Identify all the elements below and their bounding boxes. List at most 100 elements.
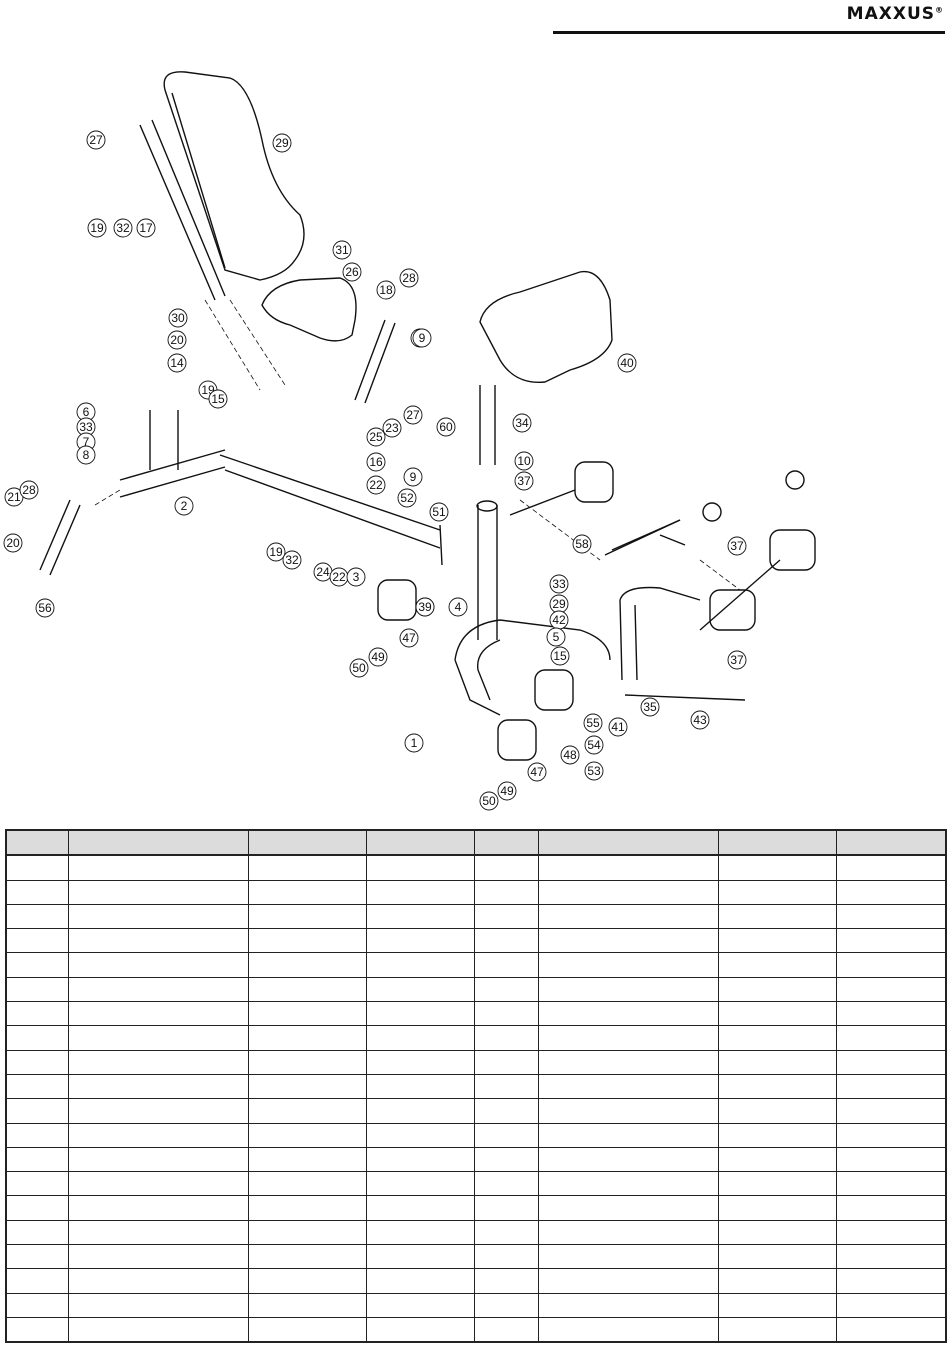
- callout-bubble: [448, 597, 468, 617]
- callout-number: 2: [181, 499, 188, 513]
- callout-bubble: [376, 280, 396, 300]
- table-cell: [5, 1195, 69, 1221]
- table-cell: [365, 1098, 475, 1124]
- callout-bubble: [167, 353, 187, 373]
- seat-pad: [261, 277, 357, 342]
- table-cell: [5, 903, 69, 930]
- table-cell: [835, 1171, 947, 1197]
- table-row: [5, 1098, 947, 1124]
- callout-number: 14: [170, 356, 184, 370]
- table-cell: [537, 903, 719, 930]
- table-row: [5, 879, 947, 905]
- table-cell: [5, 1098, 69, 1124]
- roller-pad: [534, 669, 574, 711]
- table-row: [5, 903, 947, 930]
- table-cell: [835, 976, 947, 1003]
- table-cell: [473, 1268, 539, 1294]
- table-cell: [5, 1268, 69, 1294]
- callout-bubble: [87, 218, 107, 238]
- table-cell: [835, 952, 947, 978]
- table-cell: [717, 1049, 837, 1075]
- table-cell: [247, 1122, 367, 1148]
- table-cell: [537, 928, 719, 954]
- callout-number: 47: [530, 765, 544, 779]
- callout-bubble: [560, 745, 580, 765]
- callout-bubble: [479, 791, 499, 811]
- table-cell: [717, 1025, 837, 1051]
- parts-list-table: [5, 829, 947, 1344]
- header-rule: [553, 31, 945, 34]
- table-cell: [67, 1025, 249, 1051]
- table-cell: [247, 1244, 367, 1270]
- table-cell: [67, 1244, 249, 1270]
- assembly-lines: [94, 299, 741, 591]
- table-row: [5, 1171, 947, 1197]
- callout-number: 33: [79, 420, 93, 434]
- front-upright: [149, 410, 179, 470]
- callout-bubble: [86, 130, 106, 150]
- table-cell: [473, 1049, 539, 1075]
- table-cell: [5, 928, 69, 954]
- table-cell: [365, 1001, 475, 1027]
- callout-bubble: [584, 761, 604, 781]
- post-cap: [476, 500, 498, 512]
- table-cell: [537, 1292, 719, 1318]
- table-cell: [67, 1195, 249, 1221]
- callout-number: 56: [38, 601, 52, 615]
- callout-number: 33: [552, 577, 566, 591]
- callout-bubble: [617, 353, 637, 373]
- table-row: [5, 1316, 947, 1343]
- table-cell: [537, 879, 719, 905]
- table-cell: [67, 928, 249, 954]
- table-cell: [537, 1098, 719, 1124]
- table-cell: [5, 976, 69, 1003]
- table-cell: [67, 903, 249, 930]
- table-cell: [835, 1098, 947, 1124]
- callout-number: 10: [517, 454, 531, 468]
- table-cell: [247, 1268, 367, 1294]
- callout-number: 54: [587, 738, 601, 752]
- table-cell: [717, 1171, 837, 1197]
- table-cell: [5, 1244, 69, 1270]
- callout-number: 23: [385, 421, 399, 435]
- callout-number: 48: [563, 748, 577, 762]
- table-cell: [835, 1146, 947, 1173]
- table-cell: [67, 1001, 249, 1027]
- table-cell: [717, 879, 837, 905]
- pop-pin-knob: [785, 470, 805, 490]
- table-cell: [473, 952, 539, 978]
- callout-number: 53: [587, 764, 601, 778]
- table-cell: [537, 952, 719, 978]
- callout-number: 49: [500, 784, 514, 798]
- callout-number: 39: [418, 600, 432, 614]
- callout-bubble: [35, 598, 55, 618]
- callout-bubble: [497, 781, 517, 801]
- table-cell: [67, 1146, 249, 1173]
- callout-number: 29: [275, 136, 289, 150]
- table-cell: [473, 1146, 539, 1173]
- exploded-parts-diagram: 2729193217312628182930209401419156337821…: [3, 71, 816, 811]
- table-cell: [67, 879, 249, 905]
- roller-pad: [769, 529, 816, 571]
- callout-bubble: [572, 534, 592, 554]
- table-cell: [365, 879, 475, 905]
- table-cell: [365, 1292, 475, 1318]
- callout-bubble: [727, 650, 747, 670]
- table-cell: [717, 903, 837, 930]
- table-cell: [717, 1219, 837, 1246]
- callout-bubble: [429, 502, 449, 522]
- table-cell: [247, 1292, 367, 1318]
- table-cell: [473, 1122, 539, 1148]
- callout-number: 52: [400, 491, 414, 505]
- callout-bubble: [266, 542, 286, 562]
- callout-bubble: [174, 496, 194, 516]
- main-frame-rail: [219, 454, 443, 566]
- callout-bubble: [514, 471, 534, 491]
- callout-bubble: [366, 475, 386, 495]
- callout-number: 20: [6, 536, 20, 550]
- table-cell: [247, 1195, 367, 1221]
- table-cell: [247, 1098, 367, 1124]
- callout-number: 34: [515, 416, 529, 430]
- callout-bubble: [208, 389, 228, 409]
- table-cell: [835, 879, 947, 905]
